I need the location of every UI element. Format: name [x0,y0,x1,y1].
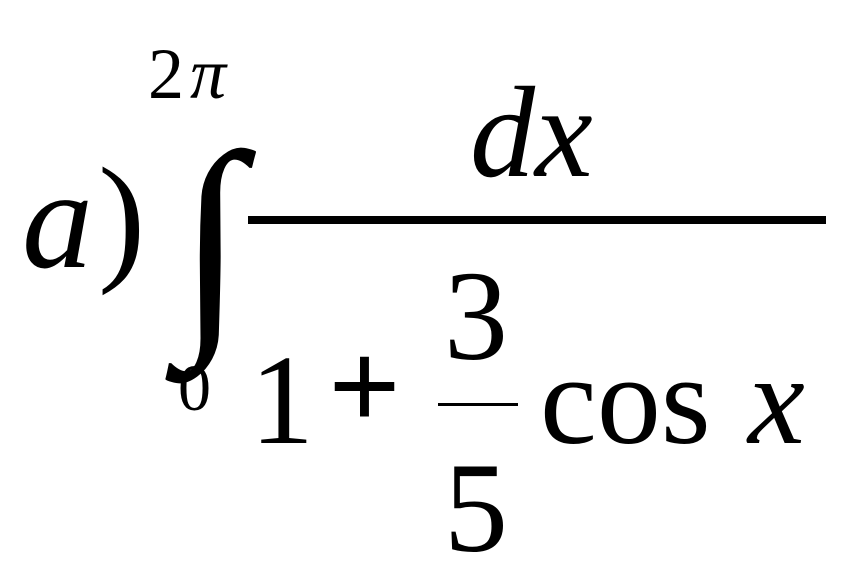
coefficient-fraction-bar [438,403,518,406]
numerator-dx: dx [470,61,593,205]
main-fraction-bar [248,216,826,224]
item-label-paren: ) [98,138,146,296]
lower-limit: 0 [178,352,211,425]
cos-function: cos [540,329,711,471]
denominator-plus: + [328,315,401,457]
denominator-one: 1 [250,329,314,471]
upper-limit-number: 2 [148,34,184,114]
item-label-letter: a [22,140,93,298]
denominator-variable-x: x [748,329,805,471]
integral-sign: ∫ [178,105,244,371]
upper-limit-pi: π [190,34,227,114]
coefficient-denominator: 5 [444,437,508,579]
coefficient-numerator: 3 [444,245,508,387]
